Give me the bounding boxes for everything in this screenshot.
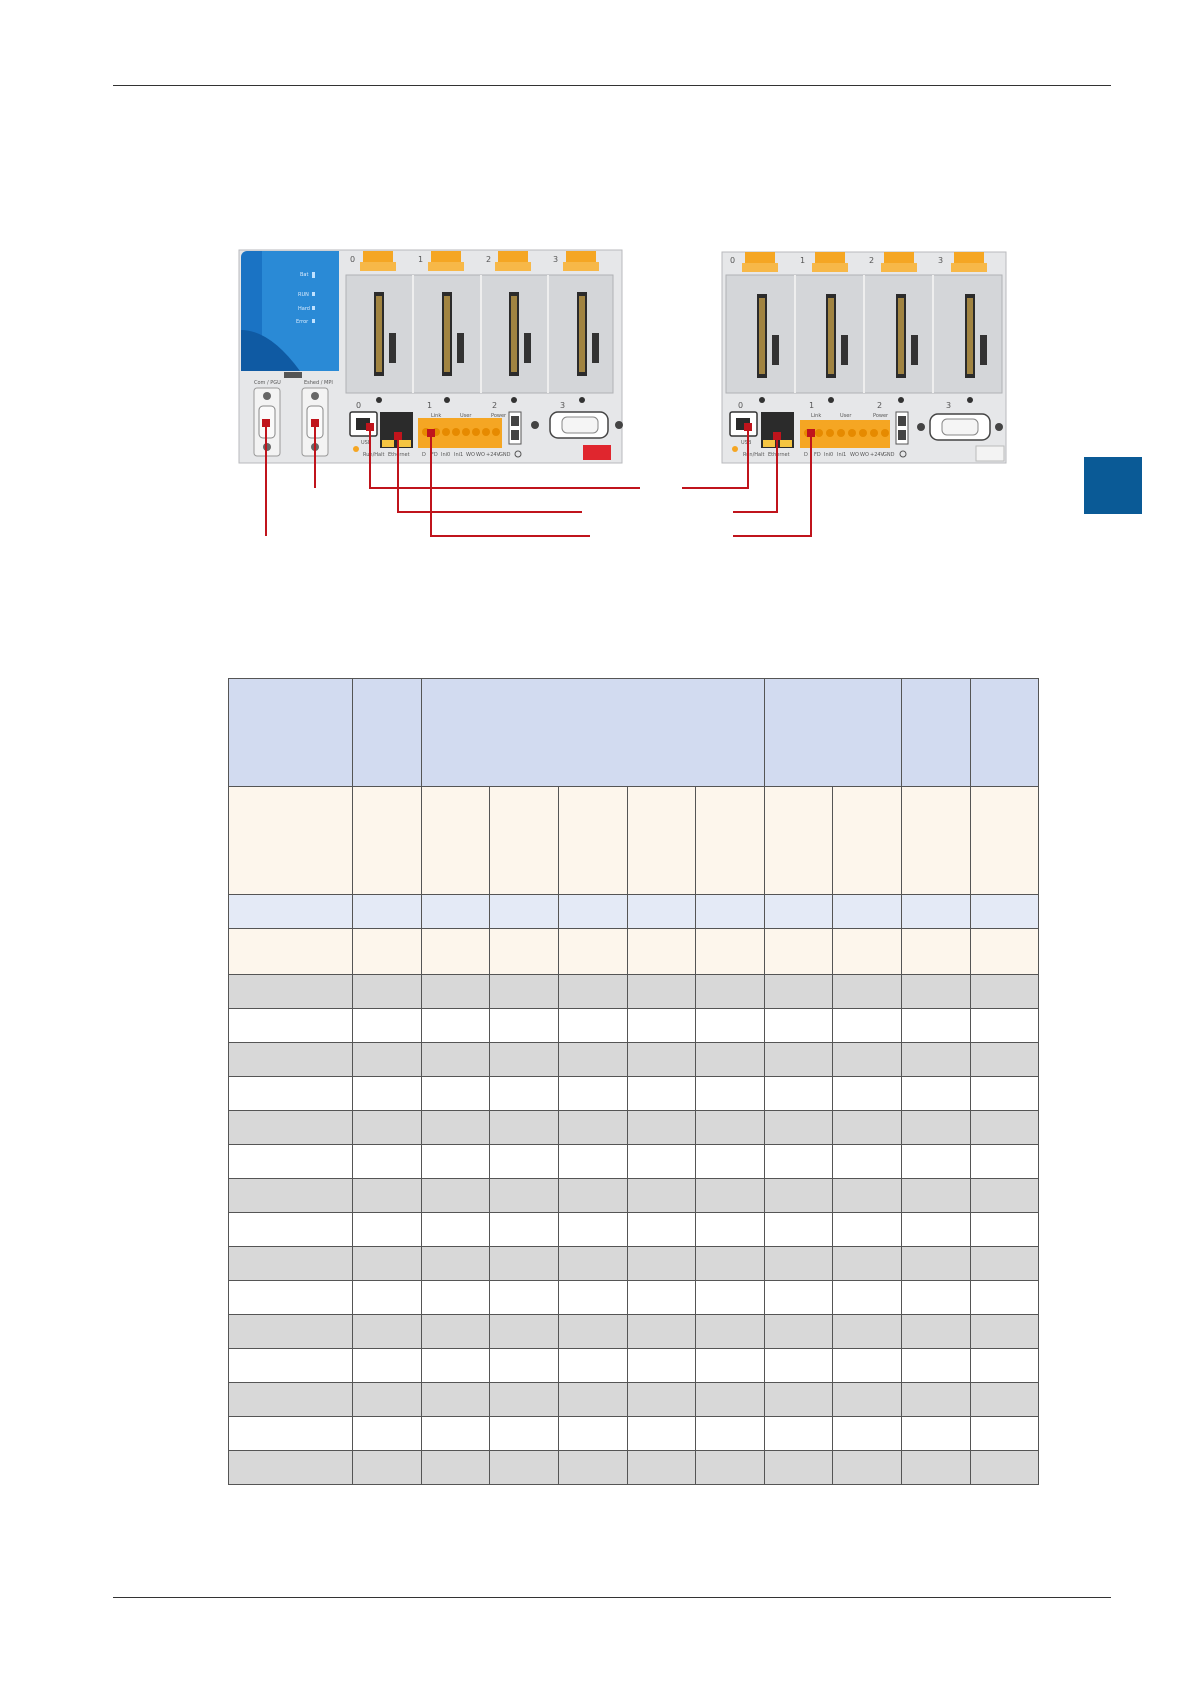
terminal-label: Ini0 [441, 452, 450, 458]
terminal-label: D [804, 452, 808, 458]
table-row [228, 1450, 1039, 1485]
terminal-label: GND [883, 452, 895, 458]
terminal-label: WO [860, 452, 869, 458]
eth-label: Run/Halt [743, 452, 764, 458]
terminal-label: Ini0 [824, 452, 833, 458]
eth-label: Ethernet [768, 452, 790, 458]
table-row [228, 1178, 1039, 1213]
slot-number: 2 [486, 255, 491, 264]
led-label: User [460, 413, 472, 419]
slot-number: 3 [553, 255, 558, 264]
right-io-slots: 0 1 2 3 [725, 252, 1003, 403]
bottom-number: 0 [738, 401, 743, 410]
callout-lines [265, 427, 812, 537]
table-row [228, 974, 1039, 1009]
header-cell [352, 678, 422, 787]
port-label: Com / PGU [254, 380, 281, 386]
header-cell [764, 678, 902, 787]
bottom-number: 0 [356, 401, 361, 410]
left-connector-strip: 0 1 2 3 Link User Power USB [349, 401, 623, 460]
terminal-label: FD [431, 452, 438, 458]
terminal-label: D [422, 452, 426, 458]
header-rule [113, 85, 1111, 86]
table-row [228, 1246, 1039, 1281]
bottom-number: 3 [946, 401, 951, 410]
table-row [228, 1042, 1039, 1077]
status-label: Bat [300, 272, 308, 278]
terminal-label: +24V [486, 452, 501, 458]
usb-label: USB [361, 440, 372, 446]
status-label: Hard [298, 306, 310, 312]
table-row [228, 1416, 1039, 1451]
controller-diagram: Bat RUN Hard Error Com / PGU Eshed / MPI [238, 249, 1007, 537]
bottom-number: 2 [877, 401, 882, 410]
led-label: Link [811, 413, 821, 419]
chapter-tab [1084, 457, 1142, 514]
table-subheader-row [228, 786, 1039, 895]
table-row [228, 1314, 1039, 1349]
bottom-number: 2 [492, 401, 497, 410]
terminal-label: Ini1 [837, 452, 846, 458]
terminal-label: Ini1 [454, 452, 463, 458]
slot-number: 2 [869, 256, 874, 265]
left-controller: Bat RUN Hard Error Com / PGU Eshed / MPI [238, 249, 623, 464]
port-label: Eshed / MPI [304, 380, 333, 386]
table-row [228, 1280, 1039, 1315]
right-controller: 0 1 2 3 0 1 2 3 Link User Power USB [721, 251, 1007, 464]
usb-label: USB [741, 440, 752, 446]
header-cell [421, 678, 765, 787]
table-row [228, 1008, 1039, 1043]
terminal-label: GND [499, 452, 511, 458]
terminal-label: FD [814, 452, 821, 458]
slot-number: 3 [938, 256, 943, 265]
led-label: User [840, 413, 852, 419]
table-row [228, 1212, 1039, 1247]
header-cell [228, 678, 353, 787]
status-label: RUN [298, 292, 309, 298]
header-cell [970, 678, 1039, 787]
led-label: Power [873, 413, 889, 419]
terminal-label: WO [850, 452, 859, 458]
table-row [228, 1076, 1039, 1111]
slot-number: 1 [418, 255, 423, 264]
terminal-label: WO [476, 452, 485, 458]
slot-number: 0 [730, 256, 735, 265]
status-label: Error [296, 319, 309, 325]
led-label: Power [491, 413, 507, 419]
footer-rule [113, 1597, 1111, 1598]
table-row [228, 1110, 1039, 1145]
table-header-row [228, 678, 1039, 787]
led-label: Link [431, 413, 441, 419]
io-slots: 0 1 2 3 [345, 251, 614, 403]
eth-label: Run/Halt [363, 452, 384, 458]
header-cell [901, 678, 971, 787]
bottom-number: 1 [427, 401, 432, 410]
table-row [228, 928, 1039, 975]
table-row [228, 894, 1039, 929]
table-row [228, 1348, 1039, 1383]
terminal-label: WO [466, 452, 475, 458]
bottom-number: 3 [560, 401, 565, 410]
terminal-label: +24V [870, 452, 885, 458]
serial-ports: Com / PGU Eshed / MPI [253, 380, 333, 457]
table-row [228, 1382, 1039, 1417]
bottom-number: 1 [809, 401, 814, 410]
cpu-module: Bat RUN Hard Error [241, 251, 339, 378]
specification-table [228, 678, 1039, 1485]
table-row [228, 1144, 1039, 1179]
slot-number: 1 [800, 256, 805, 265]
slot-number: 0 [350, 255, 355, 264]
